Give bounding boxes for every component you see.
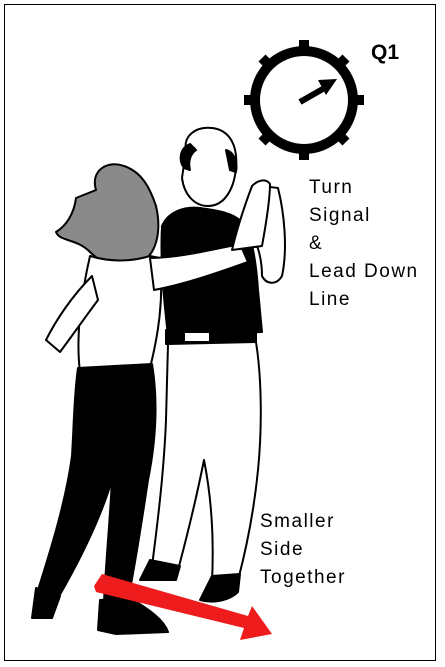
compass-label: Q1 (371, 41, 399, 65)
compass-dial-icon (244, 40, 364, 160)
smaller-side-line-3: Together (260, 564, 346, 592)
smaller-side-line-1: Smaller (260, 508, 335, 536)
turn-signal-line-4: Lead Down (309, 258, 419, 286)
turn-signal-line-1: Turn (309, 174, 353, 202)
turn-signal-line-3: & (309, 230, 323, 258)
smaller-side-line-2: Side (260, 536, 304, 564)
turn-signal-line-5: Line (309, 286, 351, 314)
turn-signal-line-2: Signal (309, 202, 371, 230)
